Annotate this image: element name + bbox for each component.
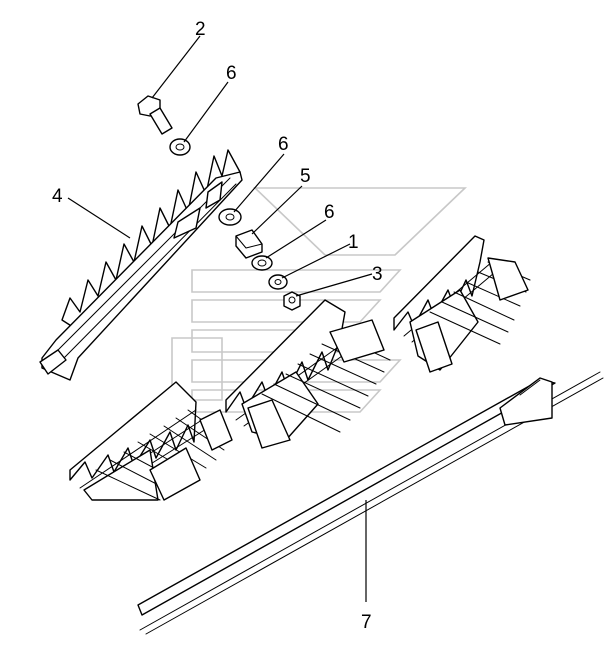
- leader-3: [295, 273, 373, 297]
- bolt: [137, 95, 173, 135]
- callout-4: 4: [52, 186, 63, 207]
- callout-2: 2: [195, 19, 206, 40]
- leader-4: [67, 197, 131, 239]
- callout-6-top: 6: [226, 63, 237, 84]
- callout-7: 7: [361, 612, 372, 633]
- leader-6a: [183, 81, 229, 143]
- callout-5: 5: [300, 166, 311, 187]
- knife-guard-section-2: [225, 299, 391, 449]
- washer-lower: [251, 255, 273, 271]
- leader-lines: [67, 35, 373, 602]
- leader-6b: [233, 153, 285, 213]
- callout-6-middle: 6: [278, 134, 289, 155]
- leader-1: [281, 243, 351, 279]
- callout-labels: 2 6 4 6 5 6 1 3 7: [52, 19, 383, 633]
- knife-guard-section-3: [393, 235, 531, 373]
- lock-washer: [268, 274, 288, 290]
- leader-2: [151, 35, 201, 99]
- callout-3: 3: [372, 264, 383, 285]
- leader-5: [251, 185, 303, 235]
- leader-6c: [265, 219, 327, 259]
- washer-middle: [218, 208, 242, 226]
- callout-1: 1: [348, 232, 359, 253]
- cutter-bar-beam: [137, 371, 604, 635]
- nut: [283, 291, 301, 311]
- callout-6-lower: 6: [324, 202, 335, 223]
- bushing: [235, 229, 263, 259]
- knife-assembly: [39, 149, 243, 381]
- knife-guard-section-1: [69, 381, 233, 501]
- washer-upper: [169, 138, 191, 156]
